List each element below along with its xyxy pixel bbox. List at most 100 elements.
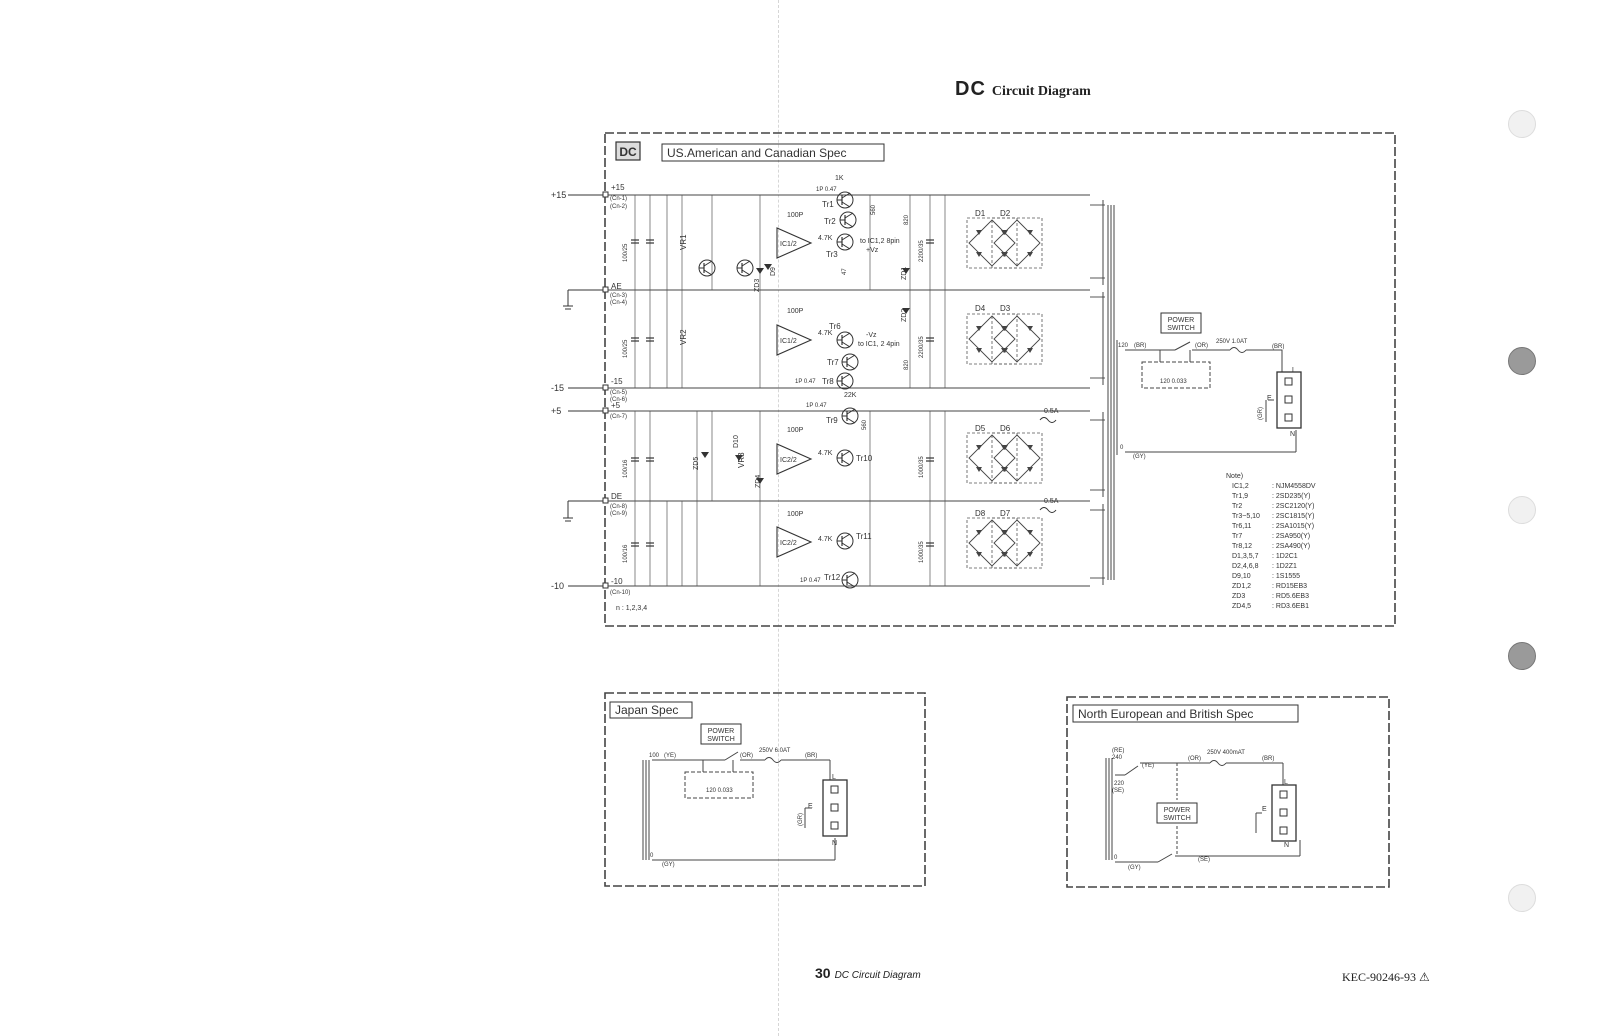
note-part: Tr8,12 (1232, 543, 1252, 550)
zener-label: ZD3 (754, 279, 761, 292)
diode-label: D7 (1000, 509, 1011, 518)
wire-label: (BR) (1262, 756, 1274, 762)
note-part: D2,4,6,8 (1232, 563, 1259, 570)
dc-badge-label: DC (619, 145, 637, 159)
node-label: +5 (611, 401, 621, 410)
wire-label: (SE) (1198, 857, 1210, 863)
socket-pin-label: E (1262, 806, 1267, 813)
fuse-label: 250V 6.0AT (759, 748, 791, 754)
pot-label: VR2 (679, 329, 688, 345)
tap-label: 240 (1112, 755, 1123, 761)
ic-label: IC1/2 (780, 241, 797, 248)
transistor-label: Tr12 (824, 573, 841, 582)
fuse-label: 250V 400mAT (1207, 750, 1245, 756)
power-switch-label: SWITCH (1163, 815, 1191, 822)
diode-label: D4 (975, 304, 986, 313)
wire-label: (GR) (798, 813, 804, 826)
res-value-label: 820 (904, 359, 910, 370)
tap-label: 120 (1118, 343, 1129, 349)
rail-label: +15 (551, 190, 566, 200)
tap-label: 100 (649, 753, 660, 759)
zener-label: ZD5 (693, 457, 700, 470)
pin-label: (Cn-2) (610, 204, 627, 210)
pin-label: (Cn-4) (610, 300, 627, 306)
main-panel-title-box (661, 143, 885, 162)
note-part: D1,3,5,7 (1232, 553, 1259, 560)
note-part: D9,10 (1232, 573, 1251, 580)
wire-label: (OR) (1195, 343, 1208, 349)
cap-label: 100P (787, 511, 804, 518)
transistor-label: Tr11 (856, 532, 872, 541)
japan-panel-title-box (609, 701, 693, 719)
socket-pin-label: E (1267, 395, 1272, 402)
transistor-label: Tr10 (856, 454, 873, 463)
socket-pin-label: N (832, 840, 837, 847)
note-part: ZD4,5 (1232, 603, 1251, 610)
binder-hole (1508, 496, 1536, 524)
socket-pin-label: N (1290, 431, 1295, 438)
eu-panel-frame (1066, 696, 1390, 888)
ic-label: IC1/2 (780, 338, 797, 345)
zener-label: ZD1 (901, 267, 908, 280)
eu-panel-title-box (1072, 704, 1299, 723)
pin-label: (Cn-6) (610, 397, 627, 403)
main-panel: DC US.American and Canadian Spec +15 -15… (551, 132, 1396, 627)
note-part: Tr1,9 (1232, 493, 1248, 500)
diode-label: D1 (975, 209, 986, 218)
cap-value-label: 100/25 (623, 339, 629, 358)
note-value: : RD15EB3 (1272, 583, 1307, 590)
node-label: AE (611, 282, 622, 291)
transistor-label: Tr6 (829, 322, 841, 331)
note-value: : 2SC1815(Y) (1272, 513, 1314, 520)
ic-label: IC2/2 (780, 540, 797, 547)
transistor-label: Tr7 (827, 358, 839, 367)
vz-label: -Vz (866, 332, 877, 339)
node-label: +15 (611, 183, 625, 192)
wire-label: (BR) (1272, 344, 1284, 350)
binder-hole (1508, 110, 1536, 138)
tap-zero: 0 (650, 853, 654, 859)
rail-label: +5 (551, 406, 561, 416)
note-value: : RD3.6EB1 (1272, 603, 1309, 610)
wire-label: (YE) (664, 753, 676, 759)
note-value: : 1S1555 (1272, 573, 1300, 580)
pin-label: (Cn-3) (610, 293, 627, 299)
wire-label: (SE) (1112, 788, 1124, 794)
wire-label: (OR) (740, 753, 753, 759)
note-value: : 1D2Z1 (1272, 563, 1297, 570)
note-value: : RD5.6EB3 (1272, 593, 1309, 600)
pin-label: (Cn-1) (610, 196, 627, 202)
cap-value-label: 1000/35 (919, 541, 925, 563)
pin-label: (Cn-10) (610, 590, 630, 596)
res-label: 4.7K (818, 536, 833, 543)
node-label: -10 (611, 577, 623, 586)
socket-pin-label: L (832, 774, 836, 781)
pot-label: VR3 (737, 452, 746, 468)
snubber-label: 120 0.033 (1160, 379, 1187, 385)
transistor-label: Tr2 (824, 217, 836, 226)
snubber-label: 120 0.033 (706, 788, 733, 794)
binder-hole (1508, 884, 1536, 912)
wire-label: (GY) (662, 862, 675, 868)
japan-panel: Japan Spec POWER SWITCH 100 (YE) (OR) 25… (604, 692, 926, 887)
power-switch-label: POWER (1164, 807, 1190, 814)
res-value-label: 560 (871, 204, 877, 215)
cap-value-label: 100/16 (623, 459, 629, 478)
diode-label: D2 (1000, 209, 1011, 218)
eu-panel-title: North European and British Spec (1078, 707, 1253, 721)
wire-label: (BR) (1134, 343, 1146, 349)
binder-hole (1508, 347, 1536, 375)
tap-zero: 0 (1114, 855, 1118, 861)
pin-label: (Cn-7) (610, 414, 627, 420)
note-value: : 2SA1015(Y) (1272, 523, 1314, 530)
note-value: : NJM4558DV (1272, 483, 1316, 490)
page-title-text: Circuit Diagram (991, 84, 1091, 99)
transistor-label: Tr8 (822, 377, 834, 386)
cap-value-label: 100/16 (623, 544, 629, 563)
power-switch-box (1160, 312, 1202, 334)
vz-label: +Vz (866, 247, 879, 254)
node-label: -15 (611, 377, 623, 386)
